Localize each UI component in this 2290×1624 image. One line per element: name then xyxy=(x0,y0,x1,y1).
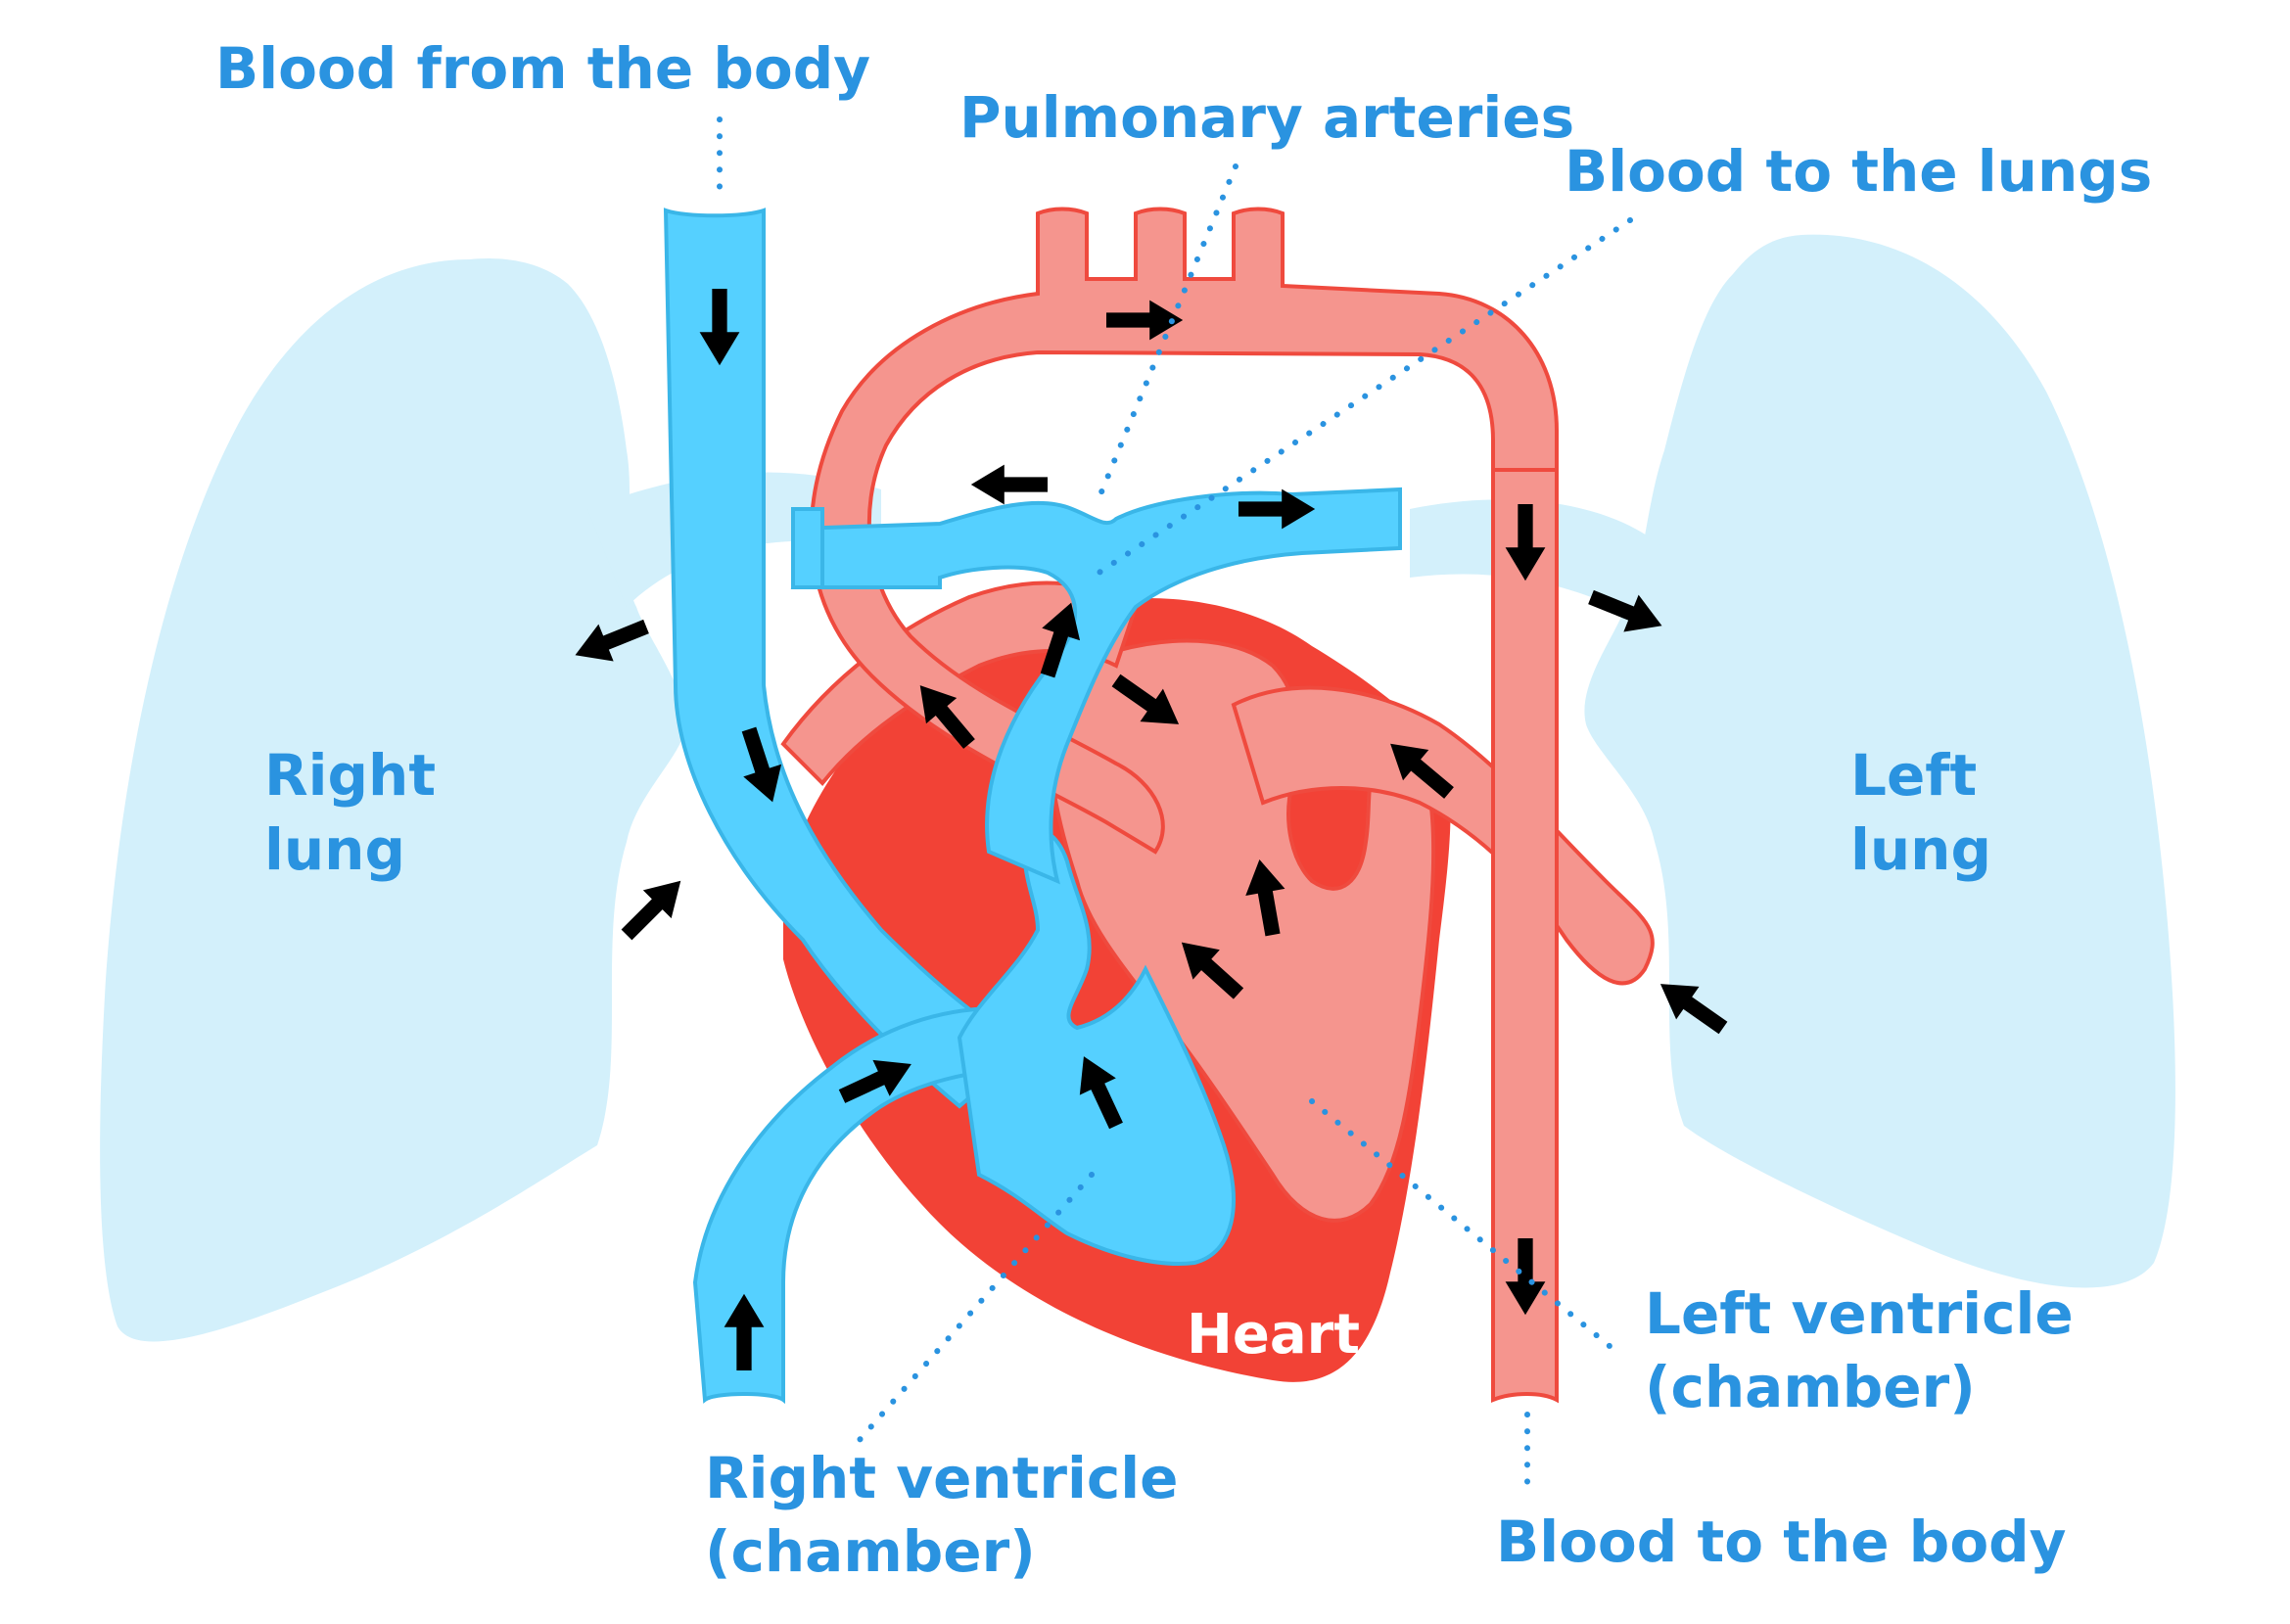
leader-blood-to-lungs xyxy=(1089,217,1633,580)
label-heart: Heart xyxy=(1187,1303,1360,1367)
right-lung xyxy=(100,258,685,1342)
label-left-lung-2: lung xyxy=(1850,816,1991,883)
leader-right-ventricle xyxy=(849,1172,1095,1452)
arrow-icon-lung-r-in xyxy=(612,866,695,950)
label-blood-to-body: Blood to the body xyxy=(1496,1508,2067,1575)
pulmonary-trunk xyxy=(790,487,1402,885)
leader-lines xyxy=(717,116,1633,1496)
label-blood-from-body: Blood from the body xyxy=(215,35,870,102)
leader-left-ventricle xyxy=(1309,1098,1618,1354)
pulmonary-artery-right-stub xyxy=(791,507,824,589)
label-blood-to-lungs: Blood to the lungs xyxy=(1565,138,2152,205)
left-lung xyxy=(1584,234,2175,1288)
label-right-ventricle-1: Right ventricle xyxy=(705,1445,1179,1511)
label-right-ventricle-2: (chamber) xyxy=(705,1518,1036,1585)
label-left-ventricle-1: Left ventricle xyxy=(1645,1280,2074,1347)
leader-pulmonary-arteries xyxy=(1096,163,1238,502)
label-left-lung-1: Left xyxy=(1850,742,1977,809)
arrow-icon-pa-left xyxy=(970,464,1048,505)
aorta-descending xyxy=(1491,468,1559,1404)
label-left-ventricle-2: (chamber) xyxy=(1645,1354,1976,1420)
label-pulmonary-arteries: Pulmonary arteries xyxy=(959,84,1574,151)
aortic-arch xyxy=(809,207,1559,855)
label-right-lung-2: lung xyxy=(264,816,405,883)
label-right-lung-1: Right xyxy=(264,742,436,809)
